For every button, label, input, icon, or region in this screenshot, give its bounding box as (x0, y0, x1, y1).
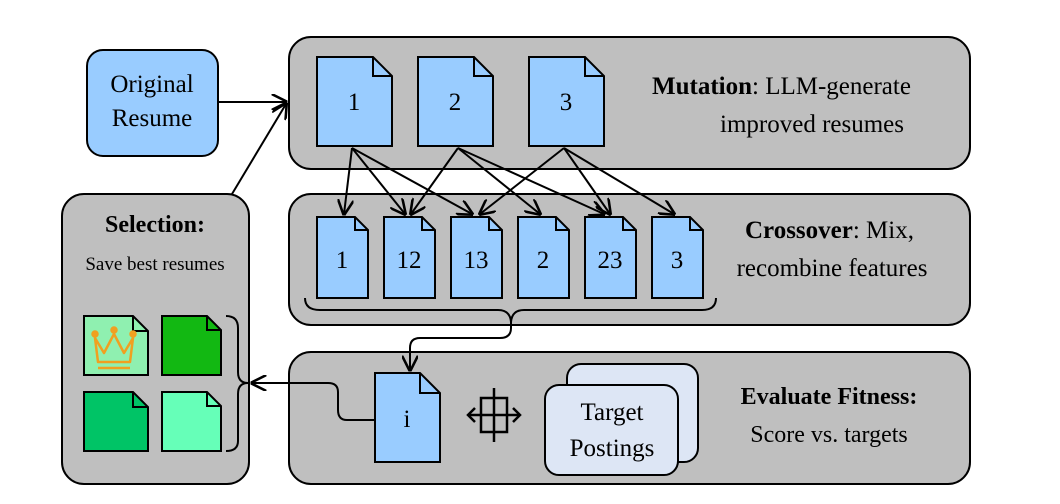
evaluate-title: Evaluate Fitness: (741, 384, 918, 410)
crossover-doc-1-label: 1 (336, 247, 349, 274)
mutation-doc-3: 3 (528, 56, 605, 147)
mutation-title: Mutation: LLM-generate (652, 73, 911, 100)
brace-to-evaluate-arrow (410, 322, 512, 370)
candidate-doc: i (374, 372, 441, 463)
crossover-doc-12: 12 (383, 216, 436, 299)
mutation-title-rest: : LLM-generate (752, 73, 911, 100)
crown-icon (91, 326, 137, 370)
crossover-doc-3-label: 3 (671, 247, 684, 274)
target-postings-label-1: Target (580, 399, 643, 426)
selection-title: Selection: (105, 212, 205, 238)
crossover-doc-2-label: 2 (537, 247, 550, 274)
crossover-doc-2: 2 (517, 216, 570, 299)
mutation-description: improved resumes (720, 111, 904, 138)
crossover-title-rest: : Mix, (853, 217, 914, 244)
crossover-doc-13-label: 13 (464, 247, 489, 274)
mutation-doc-2: 2 (417, 56, 494, 147)
target-postings-label-2: Postings (570, 435, 655, 462)
original-resume-label-1: Original (110, 71, 193, 98)
evaluate-description: Score vs. targets (750, 422, 908, 448)
mutation-title-bold: Mutation (652, 73, 752, 100)
crossover-title-bold: Crossover (745, 217, 853, 244)
crossover-doc-23-label: 23 (598, 247, 623, 274)
selected-doc-2 (161, 315, 222, 376)
original-resume-box: Original Resume (86, 49, 219, 157)
target-postings-stack: Target Postings (544, 363, 699, 476)
selection-brace (225, 315, 249, 452)
selected-doc-4 (161, 391, 222, 452)
crossover-doc-23: 23 (584, 216, 637, 299)
mutation-doc-1-label: 1 (348, 89, 361, 116)
mutation-doc-2-label: 2 (449, 89, 462, 116)
crossover-description: recombine features (737, 255, 928, 282)
crossover-doc-1: 1 (316, 216, 369, 299)
selection-to-mutation-arrow (231, 104, 286, 195)
crossover-doc-3: 3 (651, 216, 704, 299)
mutation-crossover-arrows (344, 147, 674, 214)
evaluate-to-selection-arrow (252, 383, 375, 421)
selected-doc-3 (83, 391, 149, 452)
compare-icon (466, 388, 522, 442)
mutation-doc-1: 1 (316, 56, 393, 147)
mutation-doc-3-label: 3 (560, 89, 573, 116)
crossover-doc-12-label: 12 (397, 247, 422, 274)
candidate-doc-label: i (404, 406, 411, 433)
original-resume-label-2: Resume (112, 105, 193, 132)
crossover-doc-13: 13 (450, 216, 503, 299)
crossover-title: Crossover: Mix, (745, 217, 914, 244)
selected-doc-best (83, 315, 149, 376)
selection-description: Save best resumes (85, 254, 224, 275)
